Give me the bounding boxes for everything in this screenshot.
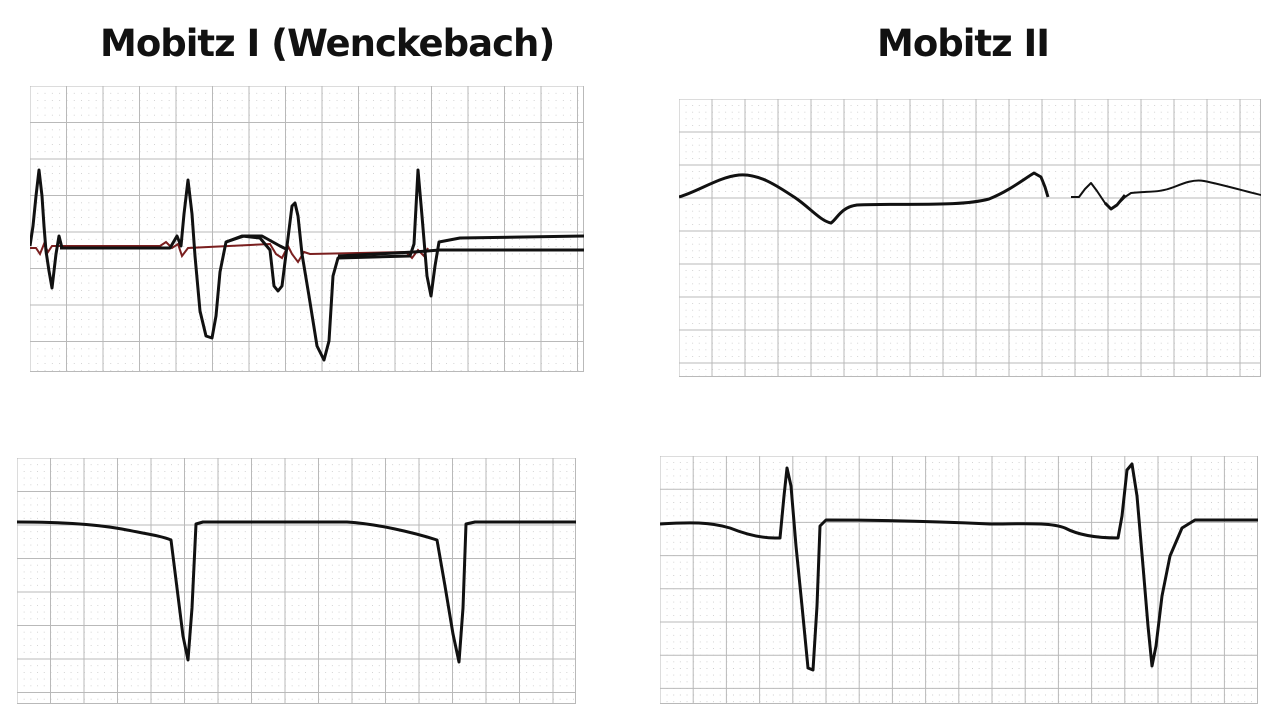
- ecg-waveform: [30, 240, 429, 264]
- ecg-grid: [17, 458, 576, 704]
- ecg-waveform: [17, 520, 576, 664]
- ecg-trace: [17, 520, 576, 664]
- ecg-grid-minor-dots: [23, 464, 574, 700]
- ecg-grid-major-lines: [17, 458, 576, 704]
- ecg-grid-major-lines: [30, 86, 584, 372]
- ecg-trace: [30, 168, 584, 362]
- ecg-waveform: [30, 168, 584, 362]
- ecg-grid: [660, 456, 1258, 704]
- ecg-grid-minor-dots: [666, 462, 1258, 703]
- ecg-trace: [660, 462, 1258, 672]
- ecg-waveform: [660, 462, 1258, 672]
- ecg-waveform: [1071, 179, 1261, 210]
- ecg-strip-mobitz-1-bottom: [17, 458, 576, 704]
- ecg-trace: [679, 171, 1261, 225]
- ecg-grid: [679, 99, 1261, 377]
- ecg-strip-mobitz-1-top: [30, 86, 584, 372]
- ecg-strip-mobitz-2-top: [679, 99, 1261, 377]
- mobitz-1-title: Mobitz I (Wenckebach): [100, 22, 555, 65]
- ecg-waveform: [60, 234, 584, 258]
- ecg-waveform: [1103, 194, 1127, 211]
- ecg-grid-major-lines: [679, 99, 1261, 377]
- ecg-grid-major-lines: [660, 456, 1258, 704]
- ecg-grid: [30, 86, 584, 372]
- ecg-waveform: [679, 171, 1050, 225]
- mobitz-2-title: Mobitz II: [877, 22, 1050, 65]
- ecg-grid-minor-dots: [37, 92, 579, 372]
- ecg-strip-mobitz-2-bottom: [660, 456, 1258, 704]
